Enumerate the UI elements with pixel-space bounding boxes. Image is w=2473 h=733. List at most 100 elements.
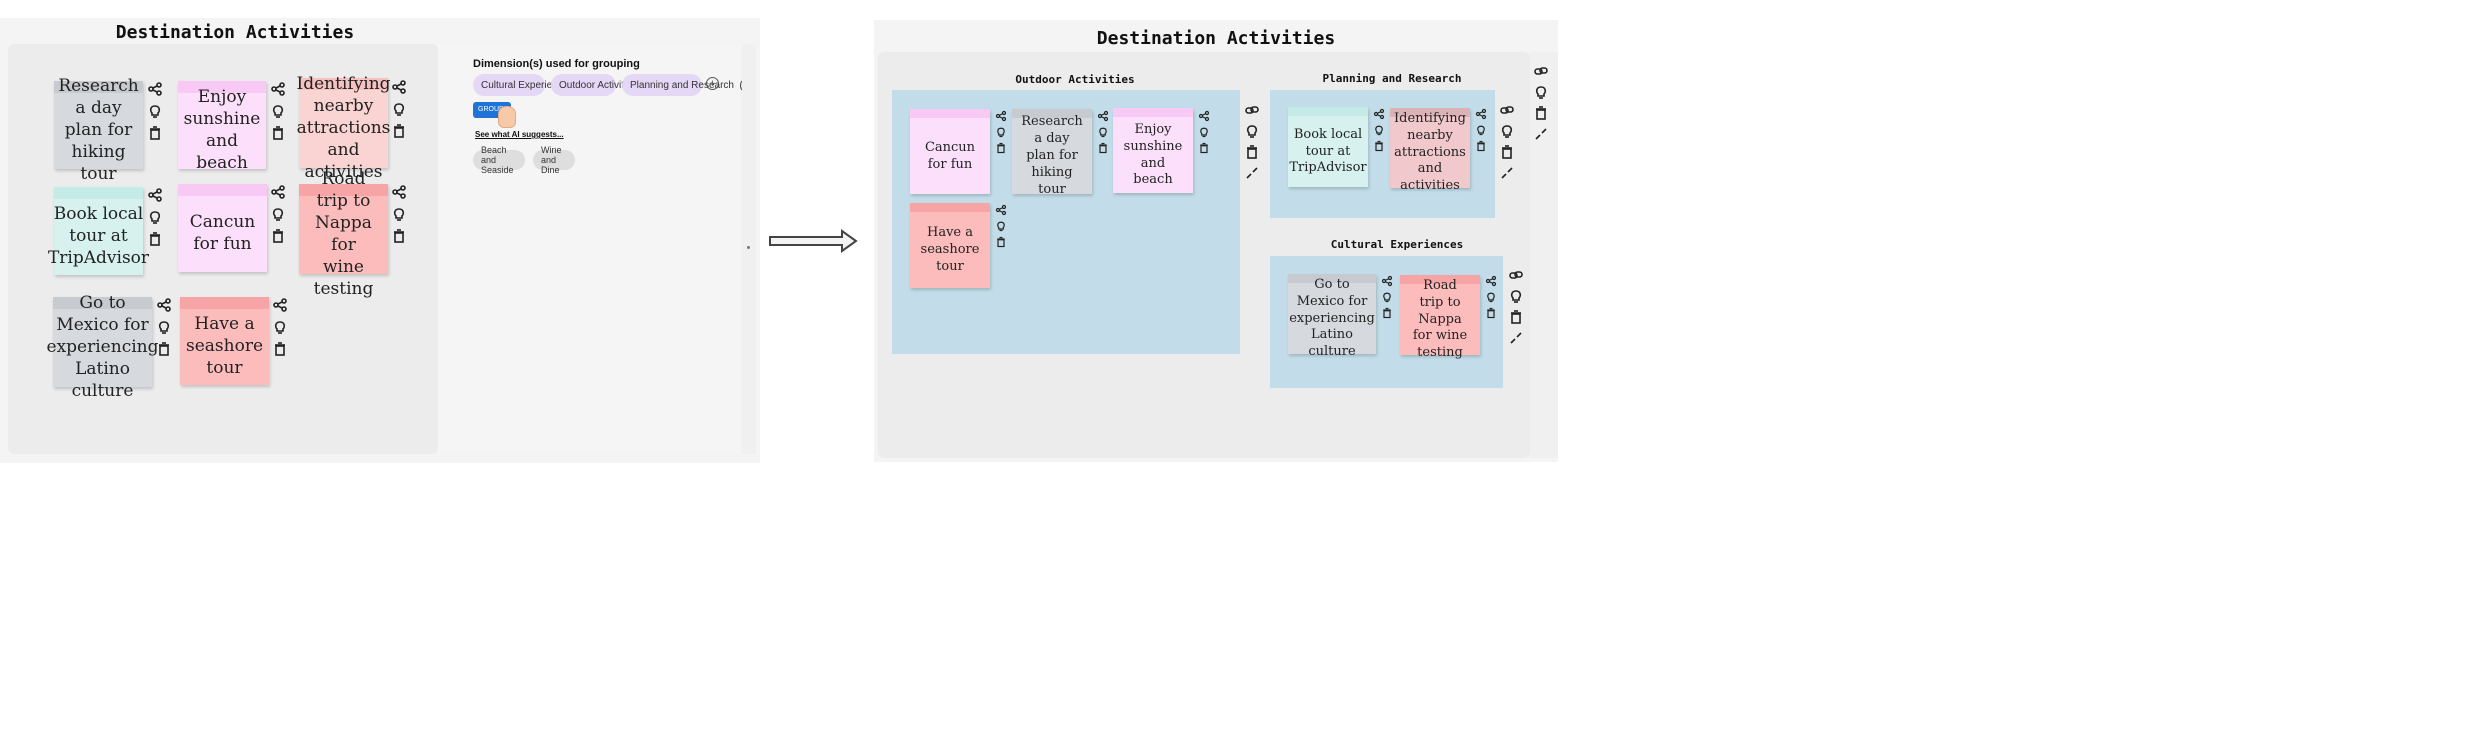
lightbulb-icon[interactable] bbox=[1097, 126, 1109, 138]
note-toolbar bbox=[145, 187, 165, 247]
lightbulb-icon[interactable] bbox=[391, 101, 407, 117]
note-band bbox=[1288, 274, 1376, 283]
trash-icon[interactable] bbox=[1097, 142, 1109, 154]
trash-icon[interactable] bbox=[147, 125, 163, 141]
trash-icon[interactable] bbox=[1508, 309, 1524, 325]
sticky-note[interactable]: Enjoy sunshine and beach bbox=[1113, 108, 1193, 193]
link-icon[interactable] bbox=[1533, 63, 1549, 79]
trash-icon[interactable] bbox=[270, 228, 286, 244]
sticky-note[interactable]: Research a day plan for hiking tour bbox=[54, 76, 143, 184]
trash-icon[interactable] bbox=[995, 236, 1007, 248]
share-icon[interactable] bbox=[1485, 275, 1497, 287]
scrollbar[interactable] bbox=[742, 44, 756, 454]
share-icon[interactable] bbox=[147, 81, 163, 97]
lightbulb-icon[interactable] bbox=[272, 319, 288, 335]
ungroup-icon[interactable] bbox=[1508, 330, 1524, 346]
share-icon[interactable] bbox=[1097, 110, 1109, 122]
sticky-note[interactable]: Go to Mexico for experiencing Latino cul… bbox=[47, 293, 159, 401]
lightbulb-icon[interactable] bbox=[1381, 291, 1393, 303]
share-icon[interactable] bbox=[156, 297, 172, 313]
lightbulb-icon[interactable] bbox=[270, 103, 286, 119]
trash-icon[interactable] bbox=[391, 228, 407, 244]
lightbulb-icon[interactable] bbox=[1475, 124, 1487, 136]
trash-icon[interactable] bbox=[1499, 144, 1515, 160]
share-icon[interactable] bbox=[1198, 110, 1210, 122]
share-icon[interactable] bbox=[391, 79, 407, 95]
link-icon[interactable] bbox=[1508, 267, 1524, 283]
share-icon[interactable] bbox=[995, 110, 1007, 122]
lightbulb-icon[interactable] bbox=[1373, 124, 1385, 136]
lightbulb-icon[interactable] bbox=[1499, 123, 1515, 139]
sticky-note[interactable]: Research a day plan for hiking tour bbox=[1012, 109, 1092, 197]
trash-icon[interactable] bbox=[1373, 140, 1385, 152]
trash-icon[interactable] bbox=[1533, 105, 1549, 121]
share-icon[interactable] bbox=[272, 297, 288, 313]
share-icon[interactable] bbox=[391, 184, 407, 200]
sticky-note[interactable]: Enjoy sunshine and beach bbox=[178, 81, 266, 173]
trash-icon[interactable] bbox=[147, 231, 163, 247]
sticky-note[interactable]: Cancun for fun bbox=[178, 184, 267, 272]
lightbulb-icon[interactable] bbox=[995, 220, 1007, 232]
note-text: Enjoy sunshine and beach bbox=[1123, 121, 1183, 188]
lightbulb-icon[interactable] bbox=[1244, 123, 1260, 139]
trash-icon[interactable] bbox=[1244, 144, 1260, 160]
note-text: Cancun for fun bbox=[189, 211, 256, 254]
trash-icon[interactable] bbox=[1485, 307, 1497, 319]
ungroup-icon[interactable] bbox=[1499, 165, 1515, 181]
lightbulb-icon[interactable] bbox=[391, 206, 407, 222]
trash-icon[interactable] bbox=[156, 341, 172, 357]
trash-icon[interactable] bbox=[391, 123, 407, 139]
group-toolbar bbox=[1242, 102, 1262, 181]
suggestion-chip[interactable]: Beach and Seaside bbox=[473, 145, 525, 175]
share-icon[interactable] bbox=[1381, 275, 1393, 287]
sticky-note[interactable]: Book local tour at TripAdvisor bbox=[1288, 107, 1368, 187]
lightbulb-icon[interactable] bbox=[1508, 288, 1524, 304]
note-band bbox=[54, 81, 143, 93]
lightbulb-icon[interactable] bbox=[270, 206, 286, 222]
sticky-note[interactable]: Have a seashore tour bbox=[180, 297, 269, 385]
lightbulb-icon[interactable] bbox=[1198, 126, 1210, 138]
lightbulb-icon[interactable] bbox=[156, 319, 172, 335]
share-icon[interactable] bbox=[1475, 108, 1487, 120]
trash-icon[interactable] bbox=[270, 125, 286, 141]
lightbulb-icon[interactable] bbox=[147, 103, 163, 119]
chip-planning-and-research[interactable]: Planning and Research × bbox=[622, 74, 748, 96]
sticky-note[interactable]: Identifying nearby attractions and activ… bbox=[296, 74, 390, 182]
link-icon[interactable] bbox=[1244, 102, 1260, 118]
trash-icon[interactable] bbox=[1381, 307, 1393, 319]
trash-icon[interactable] bbox=[272, 341, 288, 357]
sticky-note[interactable]: Road trip to Nappa for wine testing bbox=[1400, 275, 1480, 360]
note-text: Book local tour at TripAdvisor bbox=[47, 203, 150, 269]
note-text: Enjoy sunshine and beach bbox=[183, 86, 261, 174]
note-text: Identifying nearby attractions and activ… bbox=[296, 73, 391, 183]
link-icon[interactable] bbox=[1499, 102, 1515, 118]
lightbulb-icon[interactable] bbox=[1533, 84, 1549, 100]
trash-icon[interactable] bbox=[1198, 142, 1210, 154]
trash-icon[interactable] bbox=[1475, 140, 1487, 152]
sticky-note[interactable]: Have a seashore tour bbox=[910, 203, 990, 288]
lightbulb-icon[interactable] bbox=[995, 126, 1007, 138]
trash-icon[interactable] bbox=[995, 142, 1007, 154]
add-dimension-icon[interactable]: + bbox=[706, 77, 719, 90]
lightbulb-icon[interactable] bbox=[1485, 291, 1497, 303]
suggestion-chip[interactable]: Wine and Dine bbox=[533, 145, 575, 175]
share-icon[interactable] bbox=[147, 187, 163, 203]
ungroup-icon[interactable] bbox=[1533, 126, 1549, 142]
chip-outdoor-activities[interactable]: Outdoor Activities × bbox=[551, 74, 651, 96]
ungroup-icon[interactable] bbox=[1244, 165, 1260, 181]
note-band bbox=[1288, 107, 1368, 116]
share-icon[interactable] bbox=[1373, 108, 1385, 120]
share-icon[interactable] bbox=[270, 184, 286, 200]
sticky-note[interactable]: Identifying nearby attractions and activ… bbox=[1390, 108, 1470, 193]
share-icon[interactable] bbox=[995, 204, 1007, 216]
grouping-panel: Dimension(s) used for grouping Cultural … bbox=[438, 44, 748, 454]
chip-cultural-experiences[interactable]: Cultural Experiences × bbox=[473, 74, 587, 96]
sticky-note[interactable]: Go to Mexico for experiencing Latino cul… bbox=[1288, 274, 1376, 359]
sticky-note[interactable]: Book local tour at TripAdvisor bbox=[48, 187, 149, 275]
lightbulb-icon[interactable] bbox=[147, 209, 163, 225]
ai-suggest-link[interactable]: See what AI suggests... bbox=[475, 130, 564, 139]
sticky-note[interactable]: Cancun for fun bbox=[910, 109, 990, 194]
note-text: Research a day plan for hiking tour bbox=[1021, 114, 1083, 197]
share-icon[interactable] bbox=[270, 81, 286, 97]
sticky-note[interactable]: Road trip to Nappa for wine testing bbox=[299, 169, 388, 299]
